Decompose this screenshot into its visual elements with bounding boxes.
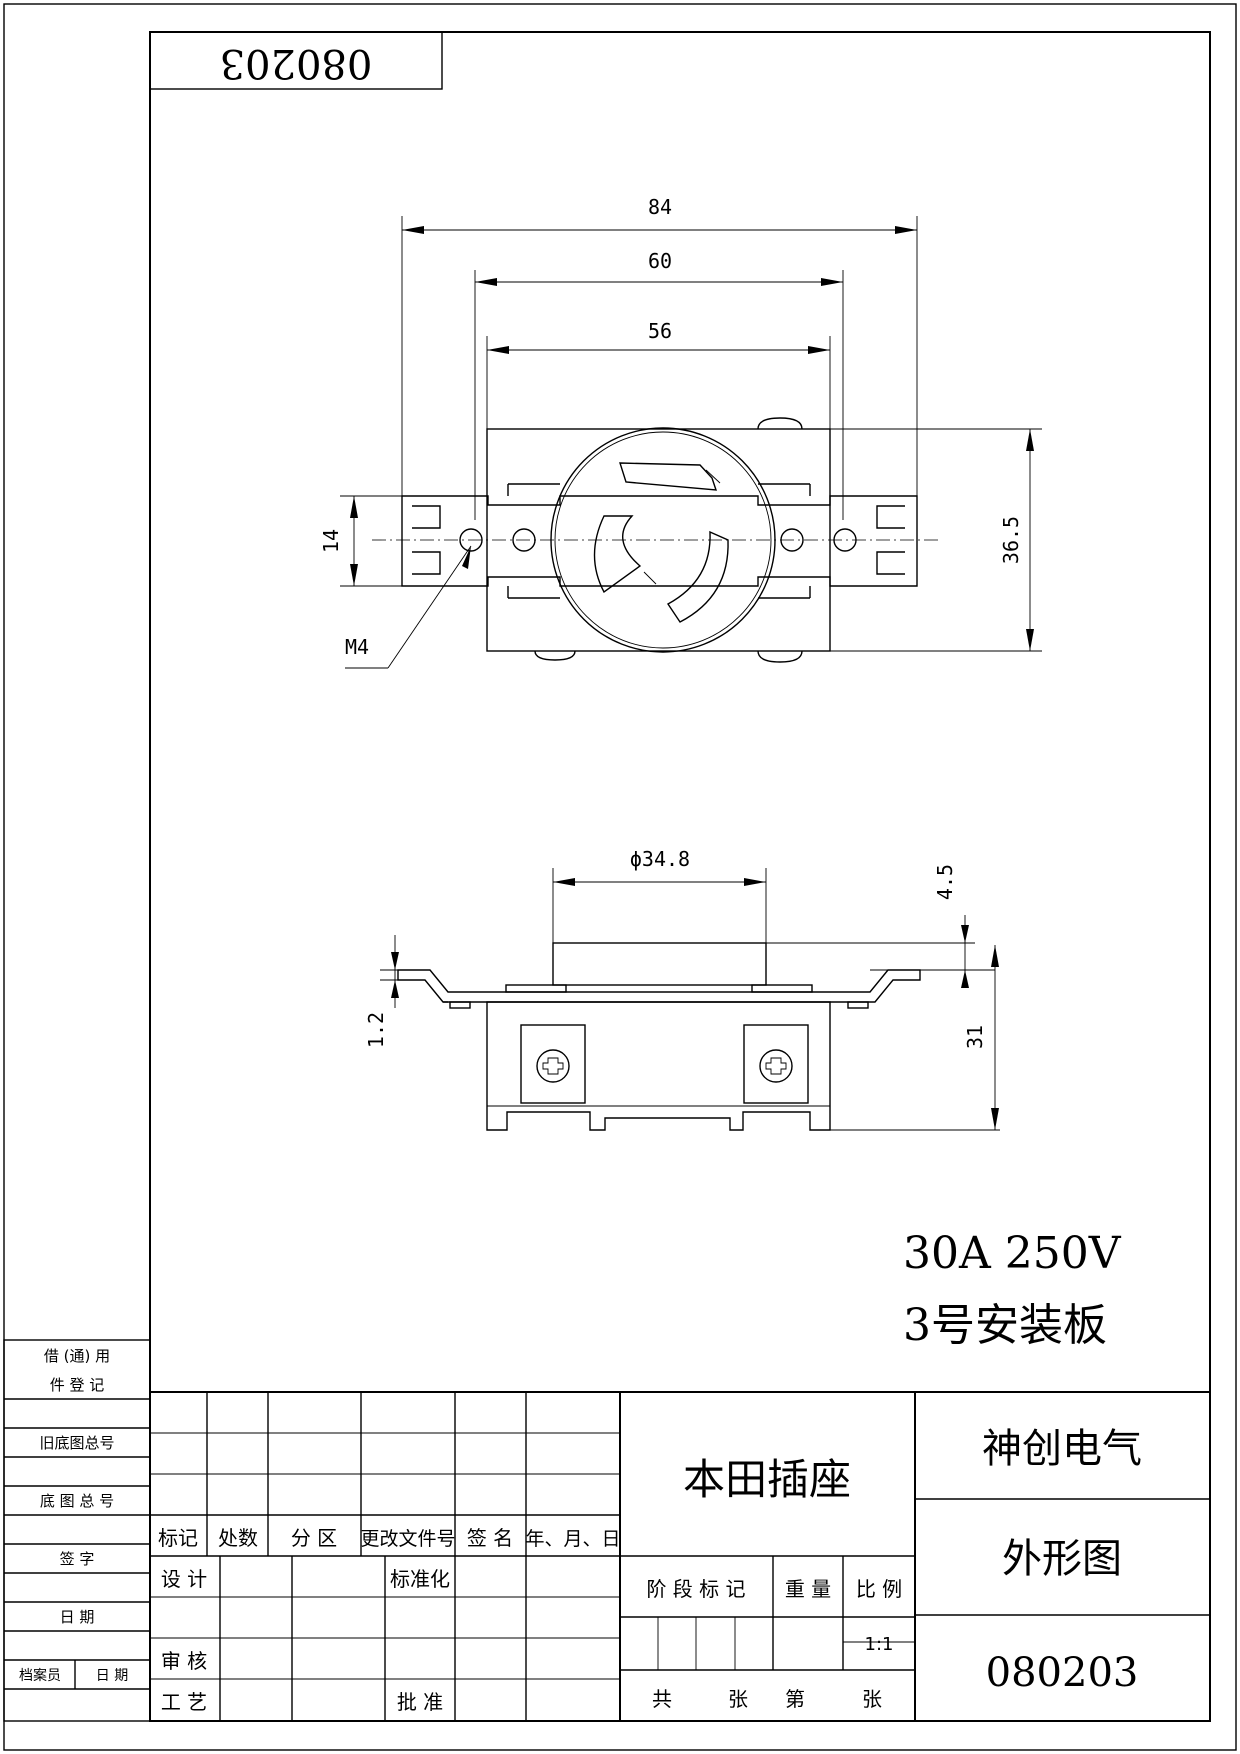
label-approve: 批 准 [397,1690,443,1714]
dim-diameter: ϕ34.8 [630,847,690,871]
dim-56: 56 [648,319,672,343]
label-scale: 比 例 [856,1577,902,1601]
strip-borrow-2: 件 登 记 [50,1376,105,1394]
side-view: ϕ34.8 4.5 31 [364,847,1000,1131]
label-sheet-unit-2: 张 [862,1687,882,1711]
header-mark: 标记 [158,1526,198,1550]
dim-14: 14 [319,529,343,553]
part-name: 本田插座 [683,1455,851,1504]
header-change-doc: 更改文件号 [360,1528,455,1550]
label-stage-mark: 阶 段 标 记 [646,1577,745,1601]
label-weight: 重 量 [785,1577,831,1601]
thread-m4: M4 [345,635,369,659]
strip-borrow-1: 借 (通) 用 [44,1347,110,1365]
dim-60: 60 [648,249,672,273]
header-zone: 分 区 [291,1526,337,1550]
header-sign: 签 名 [467,1526,513,1550]
header-date: 年、月、日 [525,1528,620,1550]
title-drawing-number: 080203 [986,1650,1139,1696]
label-standardize: 标准化 [390,1567,450,1591]
plate-text: 3号安装板 [903,1300,1107,1351]
label-design: 设 计 [161,1567,207,1591]
title-block: 标记 处数 分 区 更改文件号 签 名 年、月、日 设 计 标准化 审 核 工 … [149,1391,1211,1722]
left-strip: 借 (通) 用 件 登 记 旧底图总号 底 图 总 号 签 字 日 期 档案员 … [3,1339,151,1722]
top-view: 84 60 56 [319,195,1042,669]
strip-archivist-date: 日 期 [96,1668,128,1684]
dim-84: 84 [648,195,672,219]
label-sheet-of: 第 [785,1687,805,1711]
strip-date: 日 期 [60,1608,95,1626]
dim-1-2: 1.2 [364,1012,388,1048]
outer-border [3,3,1237,1751]
strip-signature: 签 字 [60,1550,95,1568]
scale-value: 1:1 [865,1634,894,1655]
rating-text: 30A 250V [903,1228,1122,1279]
label-sheet-unit-1: 张 [728,1687,748,1711]
drawing-type: 外形图 [1002,1536,1122,1582]
label-review: 审 核 [161,1649,207,1673]
dim-36-5: 36.5 [999,516,1023,564]
label-total: 共 [652,1687,672,1711]
strip-old-base-number: 旧底图总号 [39,1434,114,1452]
strip-base-number: 底 图 总 号 [40,1492,114,1510]
label-process: 工 艺 [161,1690,207,1714]
mirrored-drawing-number: 080203 [220,40,373,86]
mirrored-number-box [149,31,443,90]
dim-31: 31 [963,1025,987,1049]
header-count: 处数 [218,1526,258,1550]
dim-4-5: 4.5 [933,864,957,900]
strip-archivist: 档案员 [19,1667,61,1684]
company-name: 神创电气 [982,1426,1142,1472]
